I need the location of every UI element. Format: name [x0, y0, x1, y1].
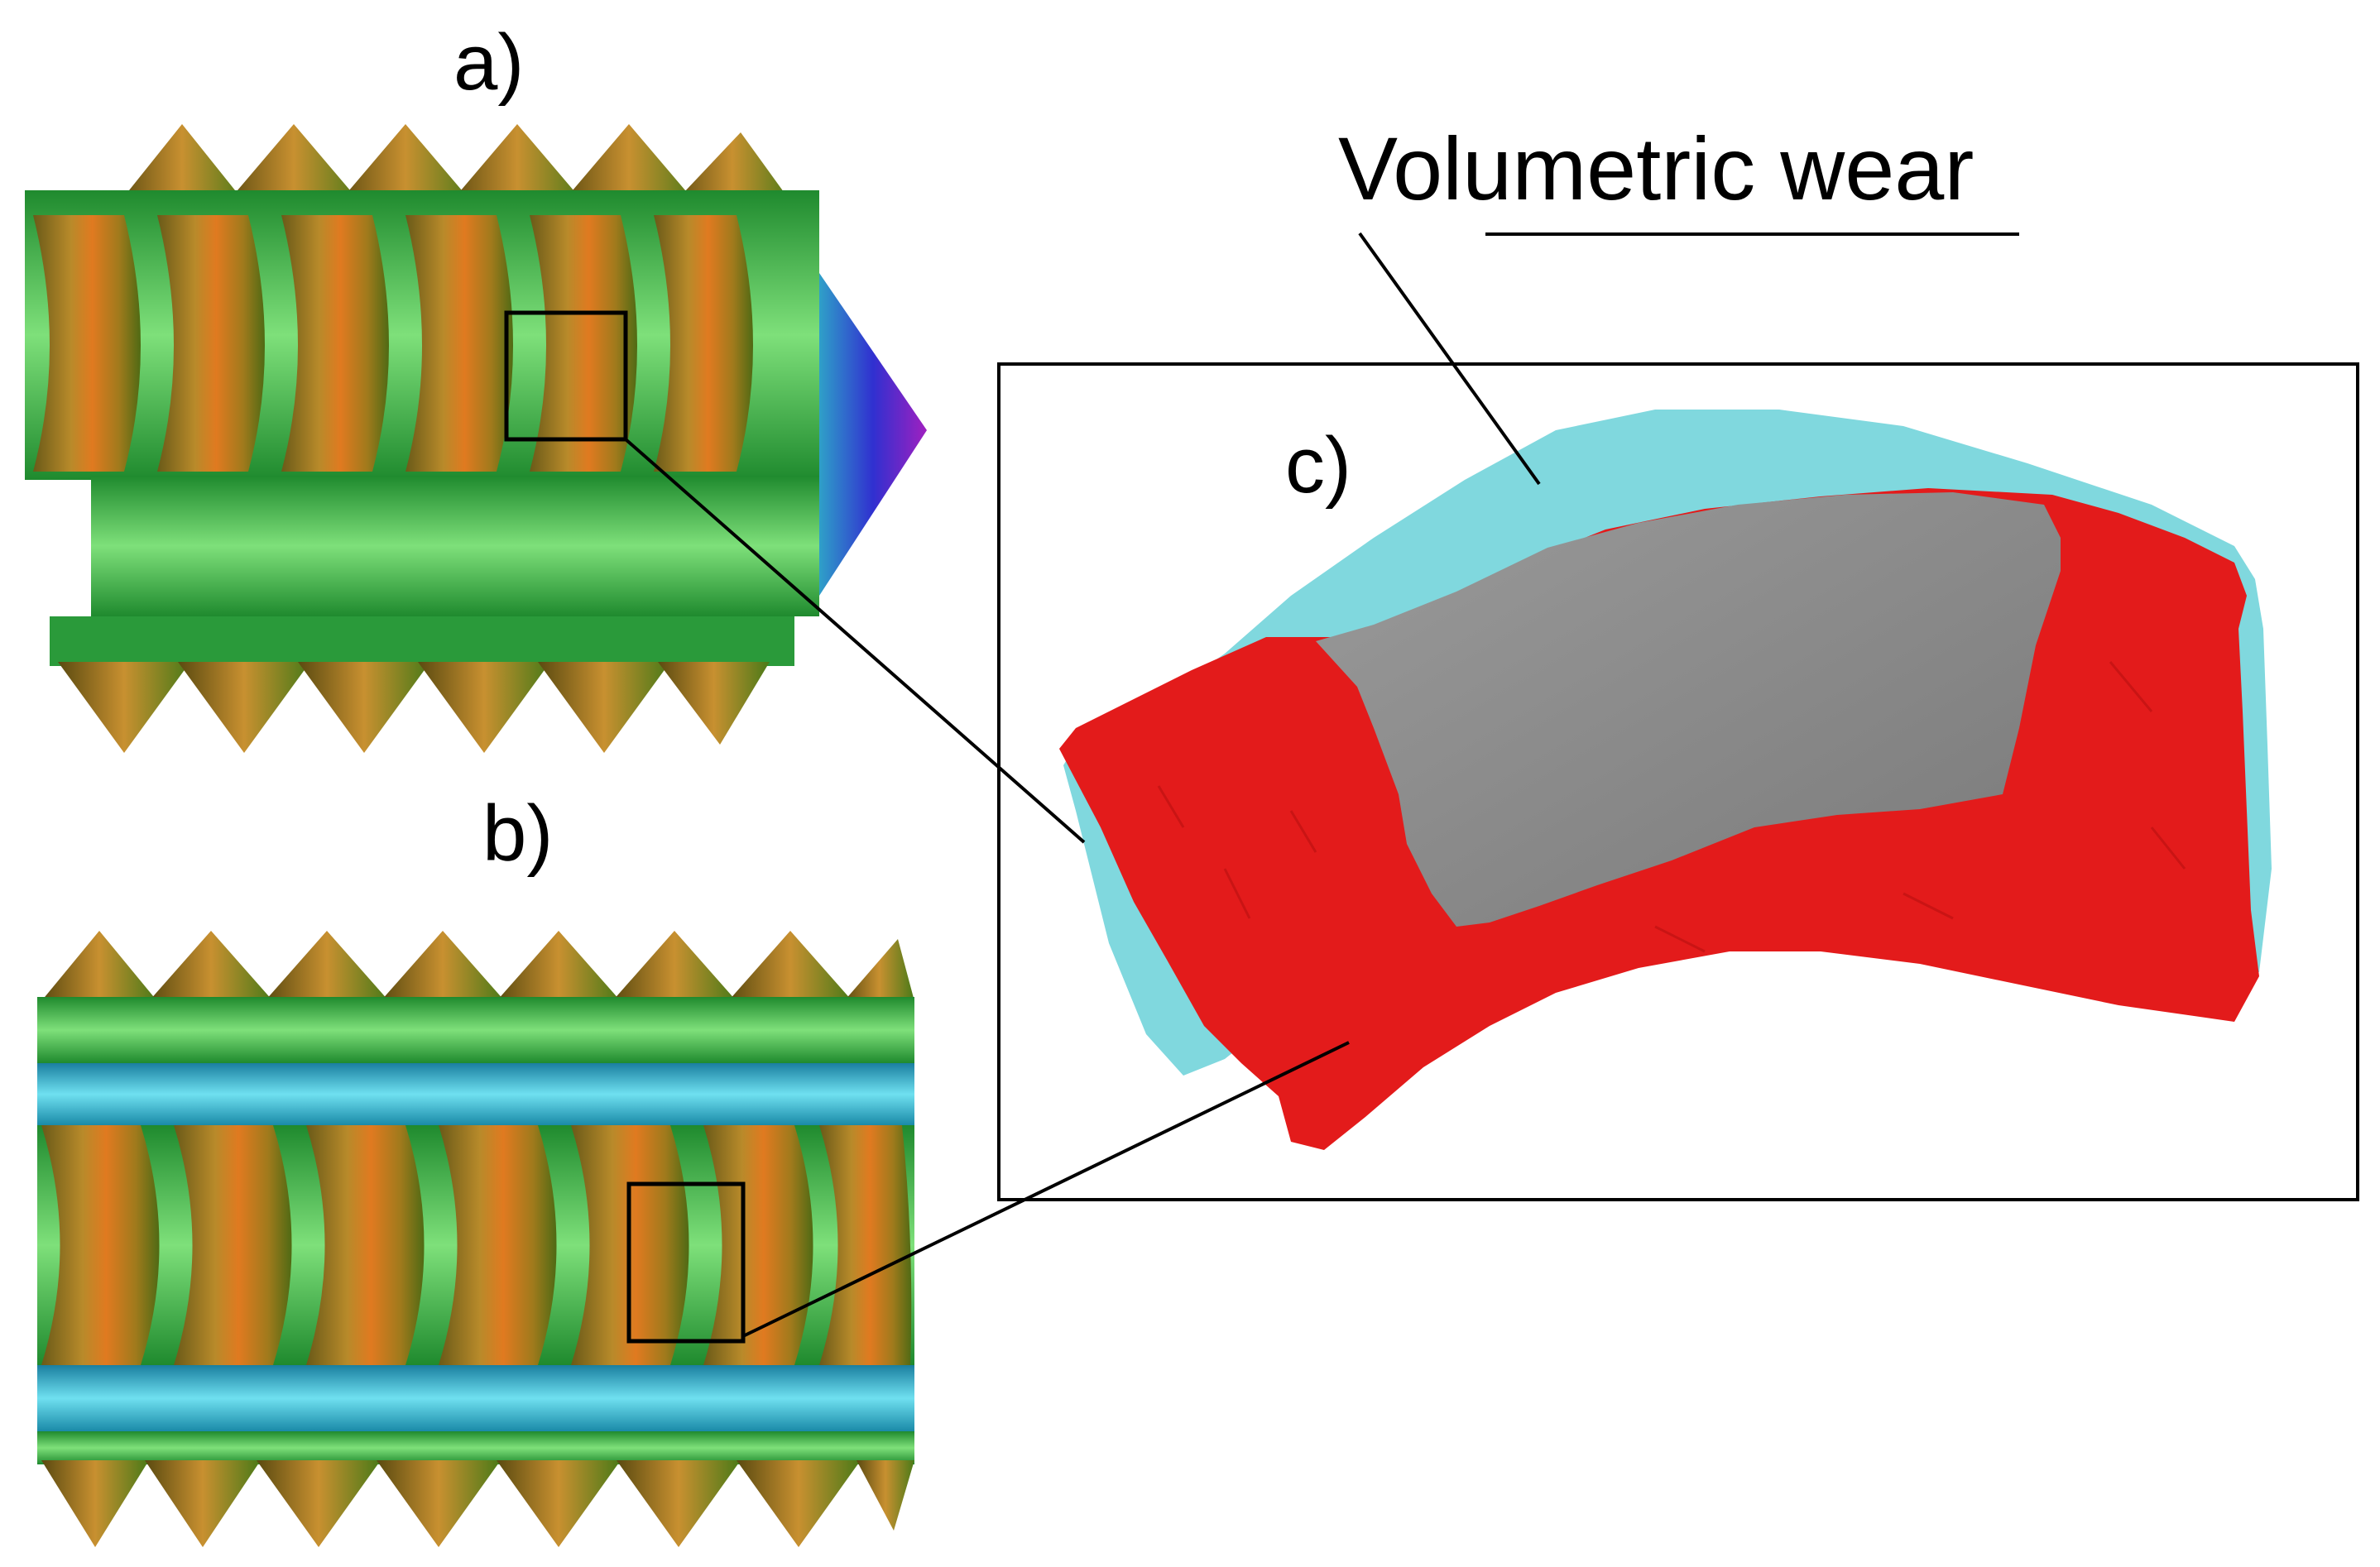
panel-a-tap-scan	[25, 124, 927, 753]
wear-region	[1316, 492, 2061, 927]
panel-a-flute	[91, 476, 819, 616]
panel-c-label: c)	[1285, 421, 1351, 510]
volumetric-wear-label: Volumetric wear	[1338, 118, 1975, 218]
leader-lines	[624, 232, 2019, 1338]
panel-a-zoom-box	[504, 310, 628, 442]
panel-b-bottom-teeth	[41, 1460, 914, 1547]
leader-line-a-to-c	[624, 438, 1086, 844]
panel-a-ribs	[33, 215, 753, 472]
panel-c-wear-detail	[997, 362, 2359, 1201]
panel-b-top-teeth	[41, 931, 914, 1001]
worn-surface-texture	[1157, 661, 2186, 953]
panel-b-zoom-box	[626, 1181, 746, 1344]
panel-b-tap-scan	[37, 931, 914, 1547]
panel-b-lower-cyan-band	[37, 1365, 914, 1431]
panel-b-label: b)	[482, 789, 554, 878]
panel-b-bottom-band	[37, 1431, 914, 1464]
panel-a-label: a)	[453, 18, 525, 107]
panel-a-top-teeth	[116, 124, 794, 207]
leader-line-b-to-c	[742, 1041, 1350, 1338]
panel-b-top-band	[37, 997, 914, 1063]
panel-a-bottom-teeth	[50, 616, 794, 753]
panel-b-upper-cyan-band	[37, 1063, 914, 1125]
panel-a-tip	[819, 273, 927, 596]
leader-line-wear	[1358, 232, 1541, 486]
